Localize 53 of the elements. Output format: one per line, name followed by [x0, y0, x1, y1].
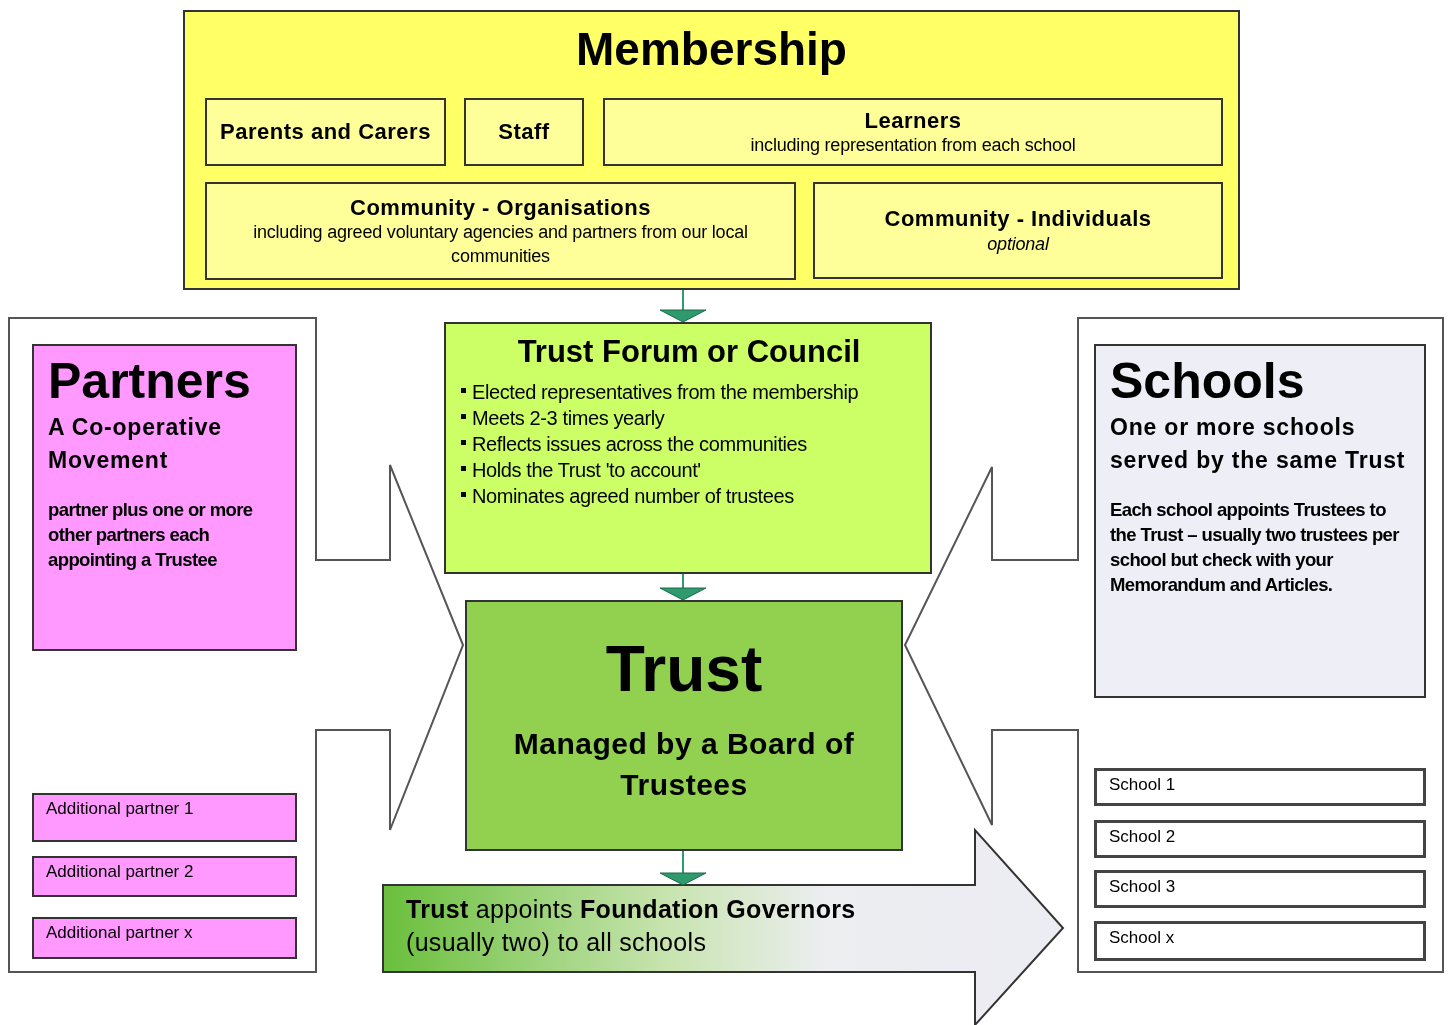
card-text: Each school appoints Trustees to the Trust – usually two trustees per school but check with your Memorandum and Articles. — [1110, 498, 1401, 598]
block-arrow-frame — [905, 318, 1443, 972]
box-heading: Community - Individuals — [884, 205, 1152, 233]
partner-box — [32, 856, 297, 897]
bullet-point: Nominates agreed number of trustees — [460, 484, 918, 509]
box-label: Additional partner 1 — [46, 799, 195, 819]
trust-title: Trust — [604, 632, 764, 706]
bullet-point: Elected representatives from the membership — [460, 380, 918, 405]
chevron-arrow — [659, 289, 707, 323]
partner-box — [32, 793, 297, 842]
box-label: Additional partner 2 — [46, 862, 195, 882]
member-group-box — [464, 98, 584, 166]
box-label: School 2 — [1109, 827, 1177, 847]
chevron-arrow — [659, 850, 707, 886]
member-group-box — [205, 98, 446, 166]
bullet-point: Meets 2-3 times yearly — [460, 406, 918, 431]
school-box — [1094, 921, 1426, 961]
box-label: School 1 — [1109, 775, 1177, 795]
box-heading: Community - Organisations — [350, 193, 651, 222]
member-group-box — [603, 98, 1223, 166]
panel-title: Membership — [575, 22, 848, 76]
card-title: Schools — [1110, 354, 1306, 409]
box-heading: Staff — [498, 118, 550, 146]
card-subtitle: A Co-operative Movement — [48, 413, 223, 475]
school-box — [1094, 870, 1426, 908]
member-group-box — [205, 182, 796, 280]
box-subtext: including representation from each school — [750, 134, 1076, 158]
schools-card — [1094, 344, 1426, 698]
trust-box — [465, 600, 903, 851]
trust-subtitle: Managed by a Board of Trustees — [512, 726, 856, 803]
box-label: School 3 — [1109, 877, 1177, 897]
school-box — [1094, 820, 1426, 858]
box-heading: Learners — [864, 106, 962, 135]
member-group-box — [813, 182, 1223, 279]
partner-card — [32, 344, 297, 651]
forum-box — [444, 322, 932, 574]
card-subtitle: One or more schools served by the same Trust — [1110, 413, 1407, 475]
bullet-point: Holds the Trust 'to account' — [460, 458, 918, 483]
box-subtext: including agreed voluntary agencies and partners from our local communities — [252, 221, 749, 268]
card-title: Partners — [48, 354, 252, 409]
arrow-label: Trust appoints Foundation Governors (usually two) to all schools — [406, 894, 857, 958]
school-box — [1094, 768, 1426, 806]
box-subtext: optional — [987, 232, 1049, 256]
block-arrow — [383, 830, 1063, 1025]
membership-panel — [183, 10, 1240, 290]
box-label: School x — [1109, 928, 1176, 948]
box-label: Additional partner x — [46, 923, 194, 943]
bullet-point: Reflects issues across the communities — [460, 432, 918, 457]
forum-heading: Trust Forum or Council — [516, 334, 862, 370]
box-heading: Parents and Carers — [220, 118, 431, 146]
partner-box — [32, 917, 297, 959]
chevron-arrow — [659, 573, 707, 601]
card-text: partner plus one or more other partners each appointing a Trustee — [48, 498, 254, 573]
